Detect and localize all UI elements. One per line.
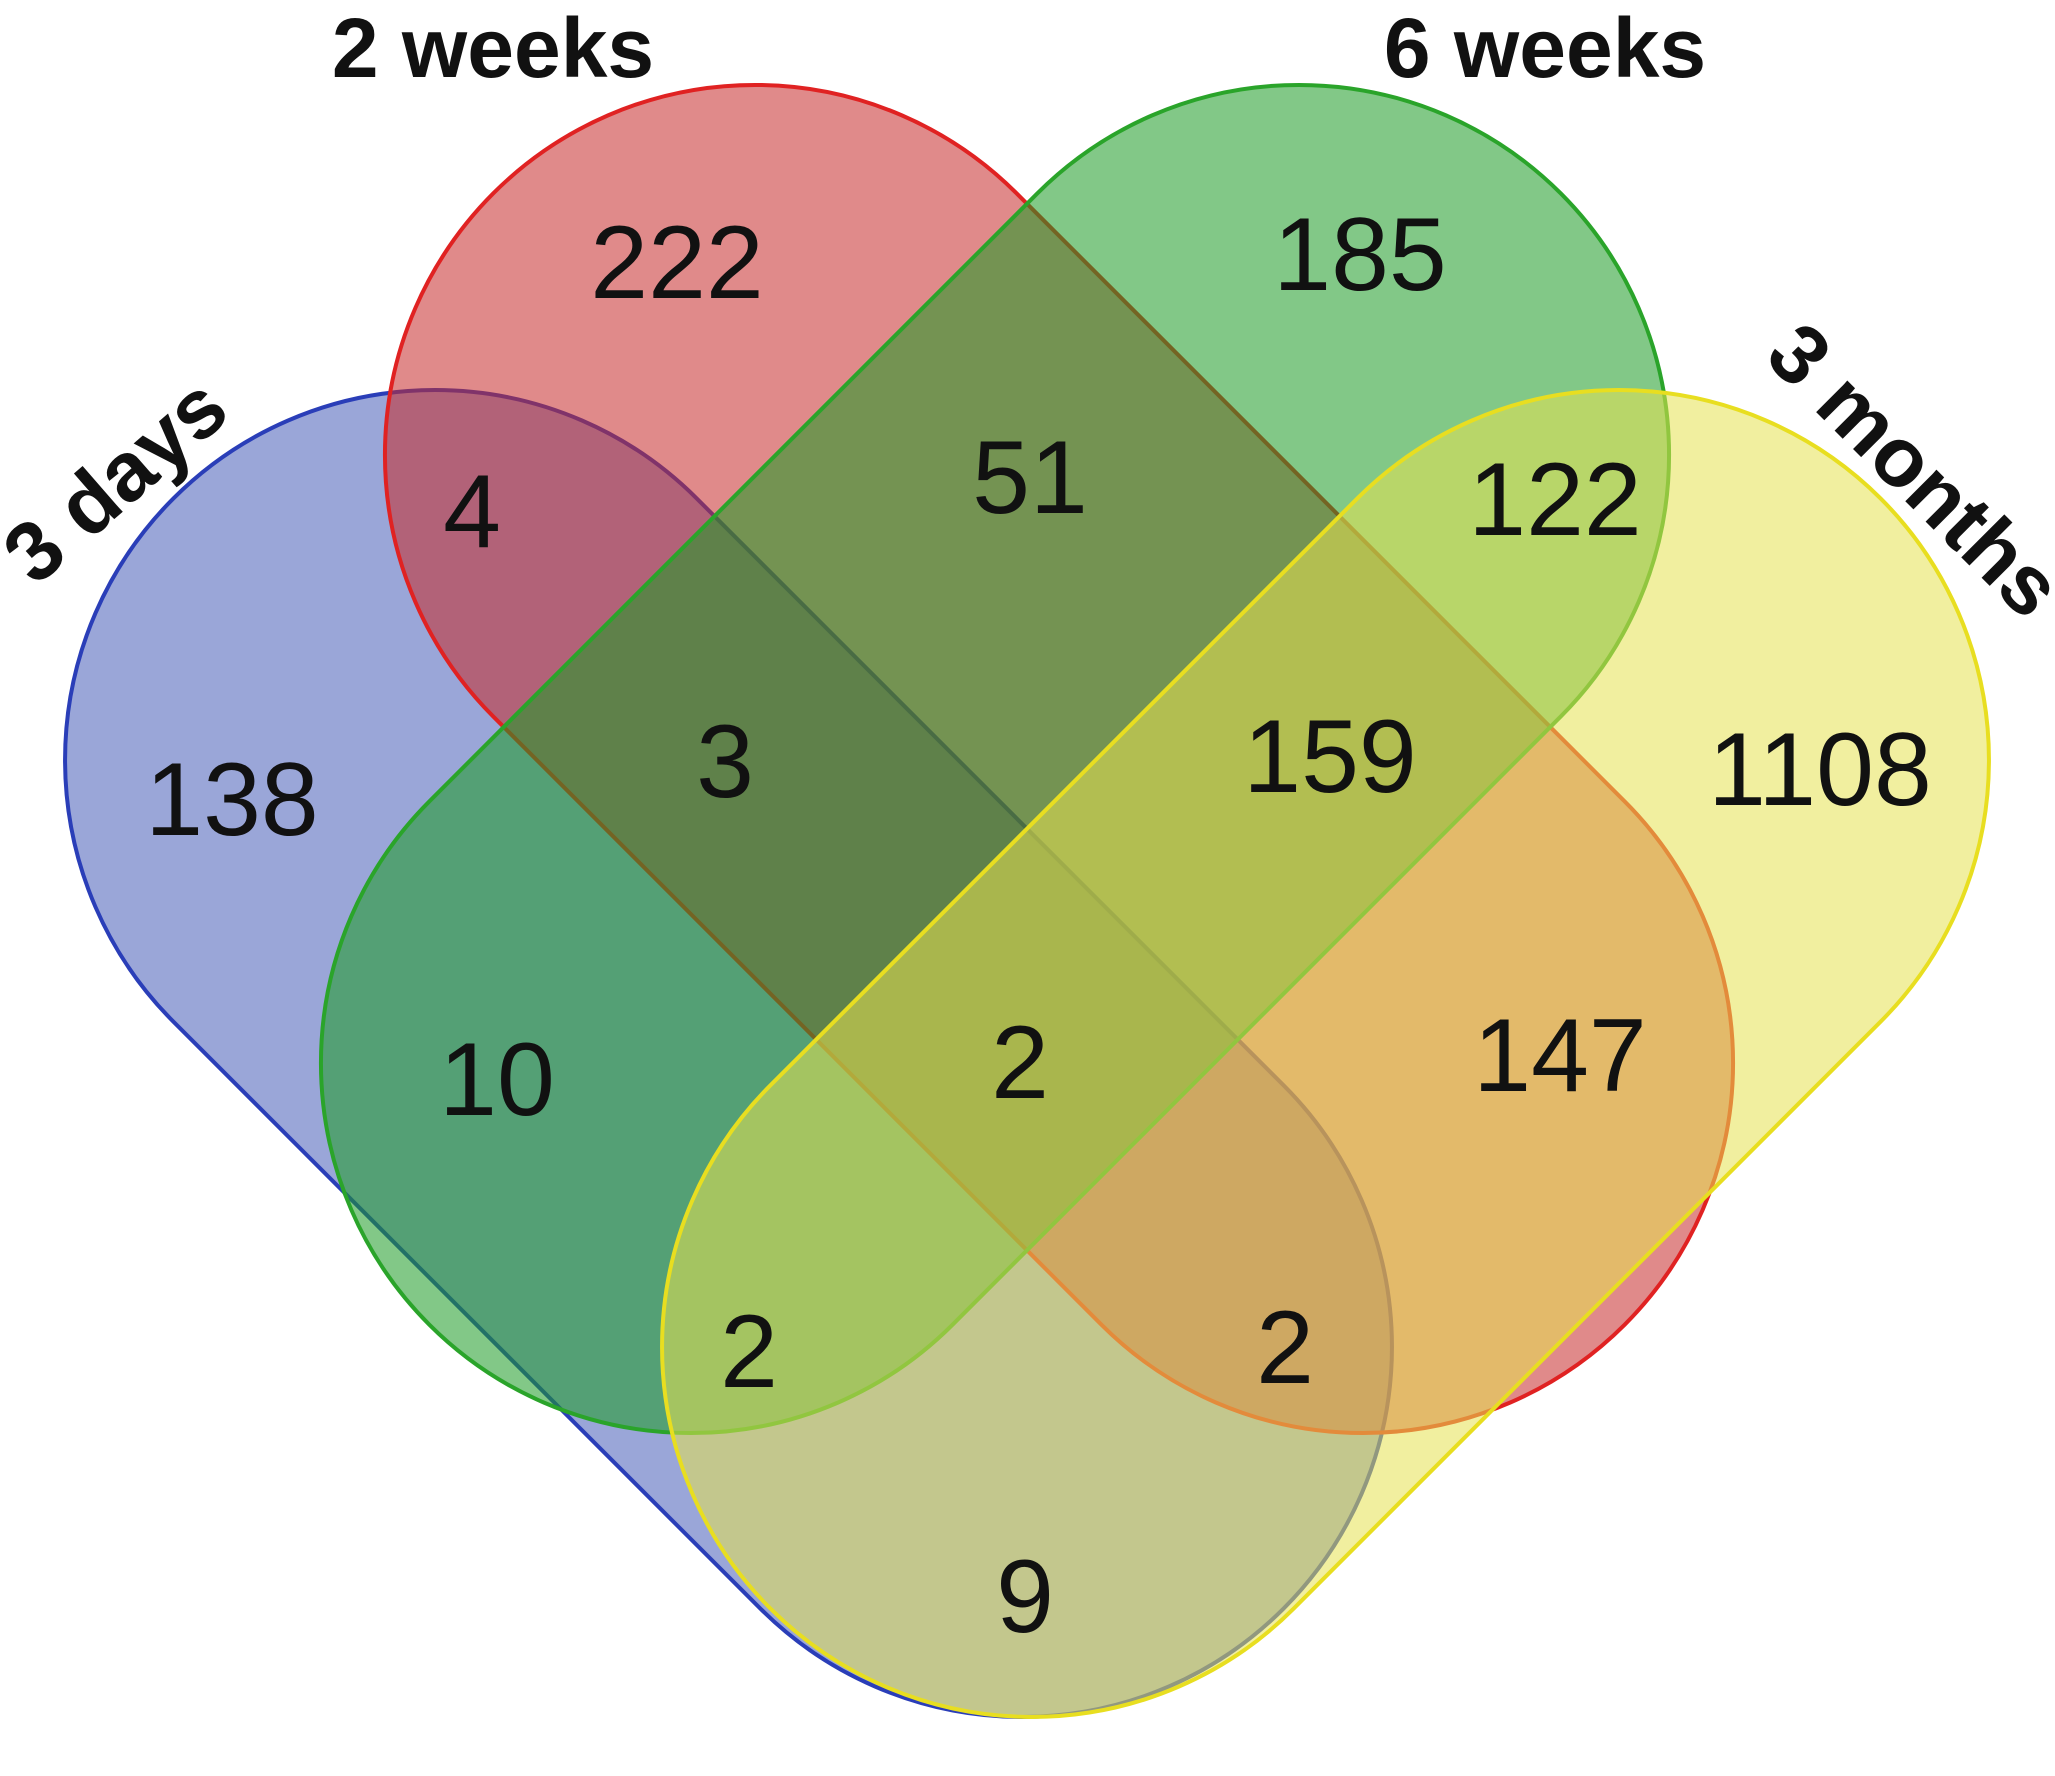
region-count-2weeks-6weeks-3months: 159 xyxy=(1243,699,1417,815)
region-count-3days-3months: 9 xyxy=(996,1539,1054,1655)
region-count-3days-2weeks: 4 xyxy=(443,454,501,570)
region-count-3days-6weeks-3months: 2 xyxy=(720,1294,778,1410)
region-count-3days-2weeks-3months: 2 xyxy=(1256,1290,1314,1406)
region-count-3days-2weeks-6weeks: 3 xyxy=(696,704,754,820)
region-count-3months-only: 1108 xyxy=(1708,712,1932,828)
region-count-2weeks-6weeks: 51 xyxy=(972,420,1088,536)
region-count-6weeks-3months: 122 xyxy=(1468,442,1642,558)
region-count-2weeks-3months: 147 xyxy=(1473,998,1647,1114)
region-count-3days-only: 138 xyxy=(145,742,319,858)
region-count-2weeks-only: 222 xyxy=(590,205,764,321)
set-label-6-weeks: 6 weeks xyxy=(1383,1,1707,95)
set-label-2-weeks: 2 weeks xyxy=(331,1,655,95)
region-count-6weeks-only: 185 xyxy=(1273,197,1447,313)
venn-ellipse-3-months xyxy=(660,388,1991,1719)
region-count-all-four: 2 xyxy=(991,1005,1049,1121)
region-count-3days-6weeks: 10 xyxy=(439,1022,555,1138)
